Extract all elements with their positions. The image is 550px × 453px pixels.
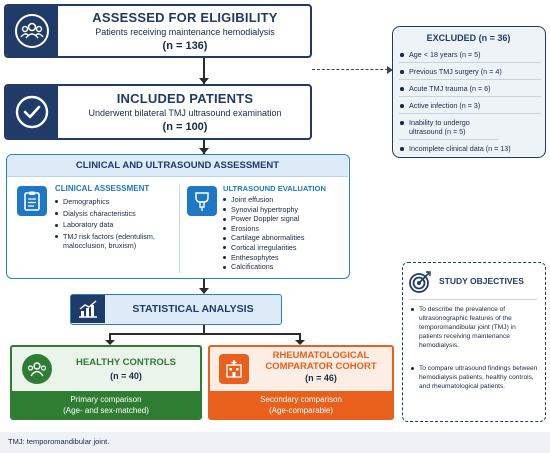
healthy-box: HEALTHY CONTROLS (n = 40) Primary compar… bbox=[10, 345, 202, 420]
objectives-box: STUDY OBJECTIVES To describe the prevale… bbox=[402, 262, 546, 422]
rheum-icon-tile bbox=[219, 354, 249, 384]
ultrasound-item: Erosions bbox=[223, 224, 343, 234]
eligibility-box: ASSESSED FOR ELIGIBILITY Patients receiv… bbox=[4, 4, 312, 58]
excluded-list: Age < 18 years (n = 5) Previous TMJ surg… bbox=[399, 50, 541, 160]
healthy-footer-line1: Primary comparison bbox=[70, 395, 142, 404]
hospital-icon bbox=[226, 360, 242, 378]
clinical-list: Demographics Dialysis characteristics La… bbox=[55, 197, 175, 251]
excluded-item: Incomplete clinical data (n = 13) bbox=[399, 144, 541, 156]
statistical-icon-tile bbox=[71, 295, 105, 323]
arrowhead-rheum bbox=[295, 340, 305, 345]
rheum-title-line1: RHEUMATOLOGICAL bbox=[272, 350, 370, 361]
excluded-item: Age < 18 years (n = 5) bbox=[399, 50, 541, 63]
included-subtitle: Underwent bilateral TMJ ultrasound exami… bbox=[88, 108, 282, 118]
clinical-item: TMJ risk factors (edentulism, malocclusi… bbox=[55, 232, 171, 251]
excluded-item: Inability to undergo ultrasound (n = 5) bbox=[399, 118, 499, 140]
objective-item: To describe the prevalence of ultrasonog… bbox=[411, 305, 539, 350]
included-box: INCLUDED PATIENTS Underwent bilateral TM… bbox=[4, 84, 312, 140]
eligibility-icon-tile bbox=[6, 6, 58, 56]
ultrasound-item: Calcifications bbox=[223, 262, 343, 272]
included-count: (n = 100) bbox=[162, 121, 208, 133]
rheum-box: RHEUMATOLOGICAL COMPARATOR COHORT (n = 4… bbox=[208, 345, 394, 420]
clipboard-icon bbox=[24, 191, 40, 211]
check-circle-icon bbox=[15, 95, 49, 129]
connector-eligibility-included bbox=[203, 58, 205, 84]
excluded-item: Previous TMJ surgery (n = 4) bbox=[399, 67, 541, 80]
statistical-title: STATISTICAL ANALYSIS bbox=[132, 303, 254, 315]
arrowhead-statistical bbox=[199, 288, 209, 294]
people-group-icon bbox=[15, 14, 49, 48]
arrowhead-healthy bbox=[105, 340, 115, 345]
connector-branch-left bbox=[109, 333, 111, 341]
assessment-divider bbox=[179, 185, 180, 273]
healthy-title: HEALTHY CONTROLS bbox=[76, 357, 176, 368]
connector-statistical-down bbox=[203, 325, 205, 334]
ultrasound-list: Joint effusion Synovial hypertrophy Powe… bbox=[223, 195, 343, 272]
rheum-footer-line2: (Age-comparable) bbox=[268, 406, 334, 415]
ultrasound-item: Synovial hypertrophy bbox=[223, 205, 343, 215]
eligibility-subtitle: Patients receiving maintenance hemodialy… bbox=[95, 27, 275, 37]
assessment-title: CLINICAL AND ULTRASOUND ASSESSMENT bbox=[75, 160, 280, 171]
probe-icon-tile bbox=[187, 186, 217, 216]
rheum-footer-line1: Secondary comparison bbox=[260, 395, 342, 404]
footnote: TMJ: temporomandibular joint. bbox=[0, 432, 550, 453]
clinical-item: Demographics bbox=[55, 197, 175, 207]
clinical-title: CLINICAL ASSESSMENT bbox=[55, 184, 150, 193]
ultrasound-item: Cartilage abnormalities bbox=[223, 233, 343, 243]
healthy-count: (n = 40) bbox=[110, 371, 142, 381]
connector-excluded-dashed bbox=[312, 69, 388, 70]
ultrasound-item: Enthesophytes bbox=[223, 253, 343, 263]
statistical-box: STATISTICAL ANALYSIS bbox=[70, 294, 282, 325]
connector-assessment-statistical bbox=[203, 279, 205, 293]
eligibility-count: (n = 136) bbox=[162, 40, 208, 52]
people-group-icon bbox=[27, 362, 47, 377]
healthy-footer: Primary comparison (Age- and sex-matched… bbox=[12, 391, 200, 418]
objectives-icon-tile bbox=[408, 270, 432, 294]
healthy-icon-tile bbox=[22, 354, 52, 384]
rheum-footer: Secondary comparison (Age-comparable) bbox=[210, 391, 392, 418]
footnote-text: TMJ: temporomandibular joint. bbox=[8, 437, 110, 446]
arrowhead-assessment bbox=[199, 148, 209, 154]
ultrasound-item: Cortical irregularities bbox=[223, 243, 343, 253]
target-icon bbox=[409, 271, 431, 293]
ultrasound-item: Power Doppler signal bbox=[223, 214, 343, 224]
assessment-box: CLINICAL AND ULTRASOUND ASSESSMENT CLINI… bbox=[6, 154, 350, 279]
connector-included-assessment bbox=[203, 140, 205, 154]
ultrasound-item: Joint effusion bbox=[223, 195, 343, 205]
arrowhead-included bbox=[199, 78, 209, 84]
chart-icon bbox=[79, 300, 97, 318]
assessment-header: CLINICAL AND ULTRASOUND ASSESSMENT bbox=[7, 155, 348, 177]
clipboard-icon-tile bbox=[17, 186, 47, 216]
excluded-item: Active infection (n = 3) bbox=[399, 101, 541, 114]
included-icon-tile bbox=[6, 86, 58, 138]
ultrasound-probe-icon bbox=[195, 192, 209, 211]
ultrasound-title: ULTRASOUND EVALUATION bbox=[223, 184, 326, 193]
eligibility-title: ASSESSED FOR ELIGIBILITY bbox=[92, 10, 278, 25]
rheum-count: (n = 46) bbox=[305, 373, 337, 383]
connector-branch-right bbox=[299, 333, 301, 341]
excluded-box: EXCLUDED (n = 36) Age < 18 years (n = 5)… bbox=[392, 26, 546, 158]
objectives-title: STUDY OBJECTIVES bbox=[439, 276, 524, 286]
objective-item: To compare ultrasound findings between h… bbox=[411, 364, 539, 391]
arrowhead-excluded bbox=[387, 66, 393, 74]
clinical-item: Laboratory data bbox=[55, 220, 175, 230]
objectives-divider bbox=[409, 299, 537, 300]
connector-branch-horizontal bbox=[110, 333, 300, 335]
healthy-footer-line2: (Age- and sex-matched) bbox=[63, 406, 149, 415]
excluded-title: EXCLUDED (n = 36) bbox=[426, 33, 511, 43]
objectives-list: To describe the prevalence of ultrasonog… bbox=[411, 305, 539, 391]
included-title: INCLUDED PATIENTS bbox=[116, 91, 254, 106]
excluded-item: Acute TMJ trauma (n = 6) bbox=[399, 84, 541, 97]
clinical-item: Dialysis characteristics bbox=[55, 209, 175, 219]
rheum-title-line2: COMPARATOR COHORT bbox=[265, 361, 377, 372]
